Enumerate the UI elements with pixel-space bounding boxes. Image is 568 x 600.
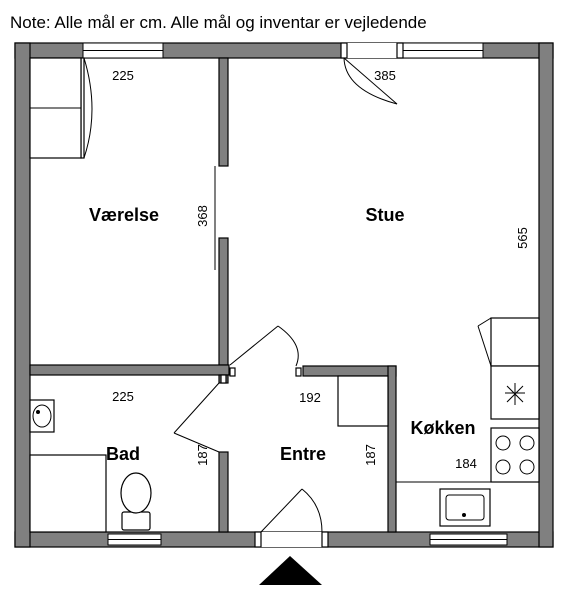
toilet-icon — [120, 472, 152, 531]
room-label-vaerelse: Værelse — [89, 205, 159, 225]
entre-closet — [337, 375, 389, 427]
wardrobe — [29, 57, 82, 159]
room-label-stue: Stue — [365, 205, 404, 225]
dim-kokken-width: 184 — [455, 456, 477, 471]
window-stue — [402, 42, 484, 59]
window-vaerelse — [82, 42, 164, 59]
window-kokken — [429, 533, 508, 546]
dim-entre-height: 187 — [363, 444, 378, 466]
room-label-kokken: Køkken — [410, 418, 475, 438]
dim-vaerelse-width: 225 — [112, 68, 134, 83]
interior-walls — [29, 57, 397, 533]
room-label-bad: Bad — [106, 444, 140, 464]
dim-entre-width: 192 — [299, 390, 321, 405]
dim-stue-height: 565 — [515, 227, 530, 249]
dim-stue-width: 385 — [374, 68, 396, 83]
dim-bad-height: 187 — [195, 444, 210, 466]
kitchen-counter — [477, 317, 540, 420]
stove-icon — [490, 427, 540, 483]
dim-bad-width: 225 — [112, 389, 134, 404]
sink-icon — [29, 399, 55, 433]
window-bad — [107, 533, 162, 546]
shower-area — [29, 454, 107, 533]
wall-markers — [220, 367, 302, 384]
plan-note: Note: Alle mål er cm. Alle mål og invent… — [10, 13, 427, 32]
dim-vaerelse-height: 368 — [195, 205, 210, 227]
windows — [82, 42, 508, 546]
doors — [80, 42, 404, 548]
kitchen-sink-icon — [396, 481, 539, 527]
room-label-entre: Entre — [280, 444, 326, 464]
entrance-arrow-icon — [259, 556, 322, 585]
